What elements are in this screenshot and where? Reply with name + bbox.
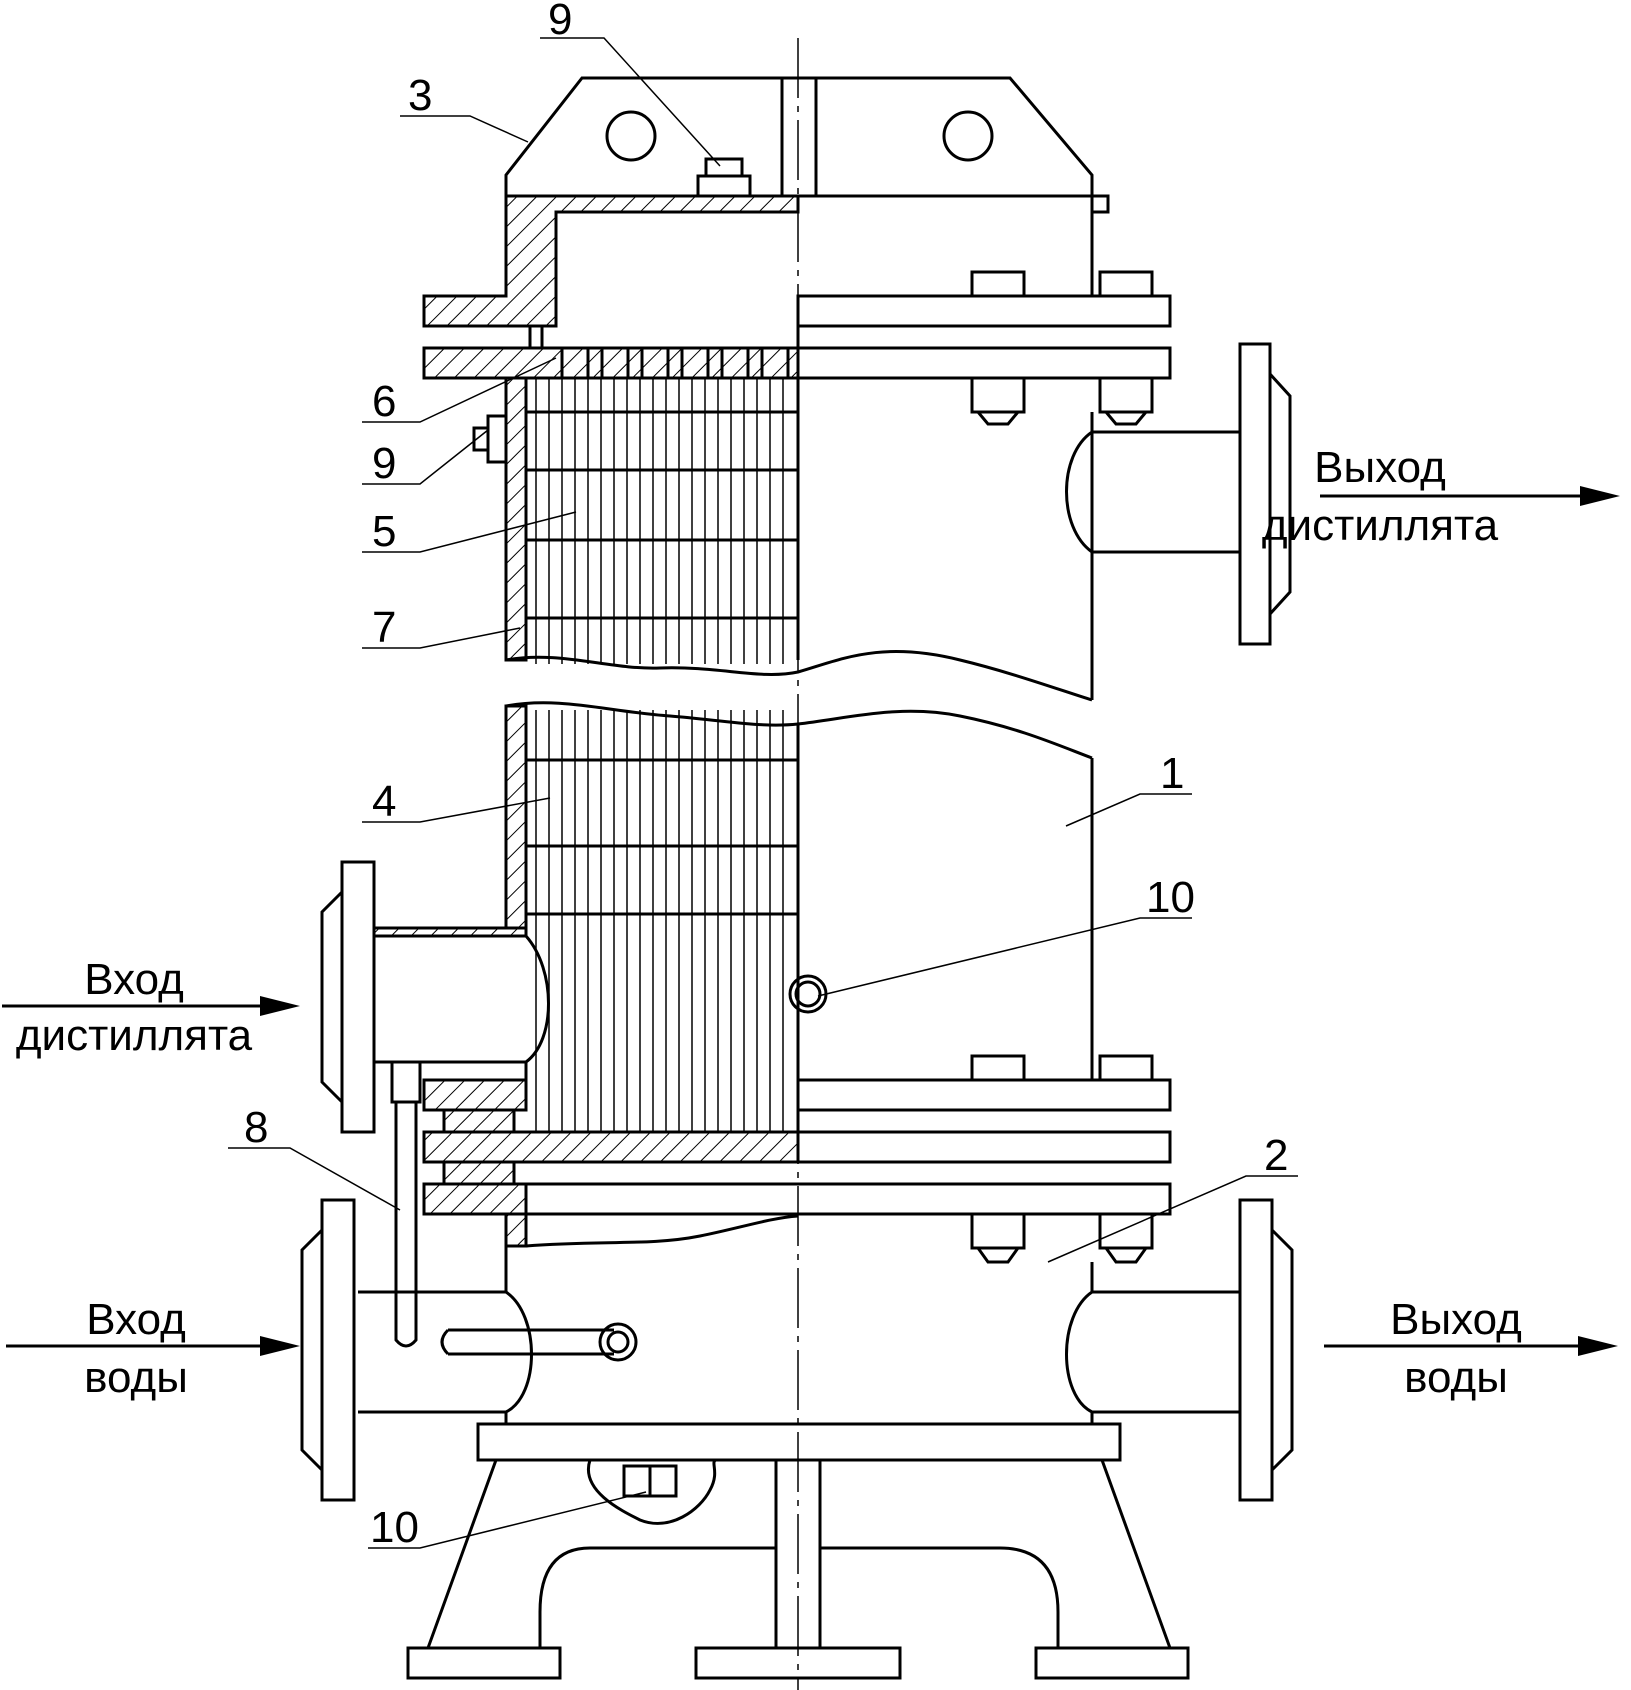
tube-sheet-cell bbox=[640, 346, 670, 380]
lifting-eye-left bbox=[605, 110, 657, 162]
label-5: 5 bbox=[372, 507, 396, 556]
part-labels: 3 9 6 9 5 7 4 1 10 8 2 10 bbox=[244, 0, 1288, 1552]
plug-side bbox=[486, 414, 508, 464]
caption-water-out-line2: воды bbox=[1404, 1353, 1508, 1402]
tube-sheet-cell bbox=[720, 346, 750, 380]
caption-water-in-line2: воды bbox=[84, 1353, 188, 1402]
tube-sheet-cell bbox=[560, 346, 590, 380]
label-1: 1 bbox=[1160, 749, 1184, 798]
label-4: 4 bbox=[372, 777, 396, 826]
label-3: 3 bbox=[408, 71, 432, 120]
label-6: 6 bbox=[372, 377, 396, 426]
caption-water-out-line1: Выход bbox=[1390, 1295, 1522, 1344]
label-10-side: 10 bbox=[1146, 873, 1195, 922]
tube-sheet-cell bbox=[760, 346, 790, 380]
distillate-inlet-nozzle bbox=[320, 860, 550, 1134]
label-7: 7 bbox=[372, 603, 396, 652]
label-2: 2 bbox=[1264, 1131, 1288, 1180]
caption-distillate-in-line1: Вход bbox=[84, 955, 184, 1004]
flow-water-in: Вход воды bbox=[6, 1295, 300, 1402]
label-8: 8 bbox=[244, 1103, 268, 1152]
lower-flange-section bbox=[422, 1054, 1172, 1264]
caption-distillate-in-line2: дистиллята bbox=[16, 1011, 253, 1060]
caption-water-in-line1: Вход bbox=[86, 1295, 186, 1344]
label-10-bottom: 10 bbox=[370, 1503, 419, 1552]
flow-distillate-out: Выход дистиллята bbox=[1262, 443, 1620, 550]
caption-distillate-out-line2: дистиллята bbox=[1262, 501, 1499, 550]
leader-lines bbox=[228, 37, 1298, 1549]
top-cover bbox=[504, 76, 1110, 214]
tube-sheet-cell bbox=[680, 346, 710, 380]
flow-water-out: Выход воды bbox=[1324, 1295, 1618, 1402]
label-9-side: 9 bbox=[372, 439, 396, 488]
distillate-outlet-nozzle bbox=[1065, 342, 1292, 646]
label-9-top: 9 bbox=[548, 0, 572, 44]
caption-distillate-out-line1: Выход bbox=[1314, 443, 1446, 492]
tube-sheet-cell bbox=[600, 346, 630, 380]
water-chamber bbox=[300, 1198, 1294, 1502]
thermometer bbox=[390, 1060, 422, 1348]
flow-distillate-in: Вход дистиллята bbox=[2, 955, 300, 1060]
lifting-eye-right bbox=[942, 110, 994, 162]
